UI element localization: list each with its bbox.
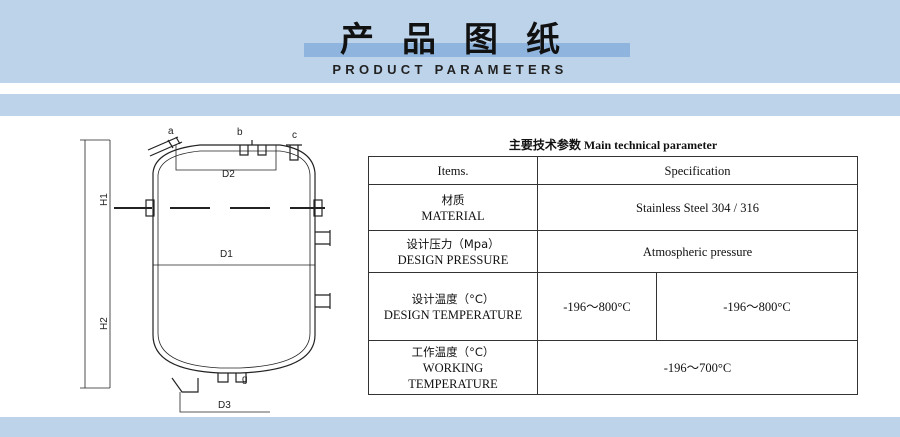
spec-value: Stainless Steel 304 / 316 [537,184,858,231]
vessel-drawing: a b c D2 D1 g D3 H H1 H2 [80,126,331,413]
side-nozzle-upper [315,230,331,246]
label-d3: D3 [218,400,231,411]
footer-band [0,417,900,437]
dim-h [80,139,110,389]
title-accent-bar [304,43,630,57]
item-cn: 设计温度（°C） [411,291,495,306]
item-cn: 材质 [441,192,465,207]
flange-left [145,199,155,217]
page-title-en: PRODUCT PARAMETERS [332,62,568,77]
spec-value-left: -196～800°C [537,272,657,341]
table-row: 设计压力（Mpa） DESIGN PRESSURE Atmospheric pr… [368,230,858,273]
item-cn: 设计压力（Mpa） [406,236,500,251]
nozzle-b [239,140,267,156]
label-d2: D2 [222,169,235,180]
label-g: g [242,374,248,385]
table-row: 材质 MATERIAL Stainless Steel 304 / 316 [368,184,858,231]
label-d1: D1 [220,249,233,260]
item-cell: 工作温度（°C） WORKING TEMPERATURE [368,340,538,395]
table-header-row: Items. Specification [368,156,858,185]
table-caption: 主要技术参数 Main technical parameter [508,138,718,152]
divider-band [0,94,900,116]
label-h: H [80,269,81,276]
spec-table: Items. Specification 材质 MATERIAL Stainle… [368,156,858,395]
item-cn: 工作温度（°C） [411,344,495,359]
nozzle-a [147,136,183,157]
nozzle-c [286,144,302,161]
vessel-inner-outline [157,150,311,369]
bottom-outlet [217,373,247,383]
item-en: DESIGN PRESSURE [397,252,509,267]
label-c: c [292,130,297,141]
item-en: DESIGN TEMPERATURE [383,307,523,322]
spec-value-right: -196～800°C [656,272,858,341]
dim-d3 [179,392,270,413]
table-row: 设计温度（°C） DESIGN TEMPERATURE -196～800°C -… [368,272,858,341]
spec-value: Atmospheric pressure [537,230,858,273]
divider-gap [0,83,900,94]
item-cell: 设计压力（Mpa） DESIGN PRESSURE [368,230,538,273]
vessel-outline [152,144,316,374]
item-en: MATERIAL [421,208,485,223]
table-row: 工作温度（°C） WORKING TEMPERATURE -196～700°C [368,340,858,395]
spec-value: -196～700°C [537,340,858,395]
page-title-cn: 产品图纸 [340,20,588,60]
item-en-line2: TEMPERATURE [408,376,498,391]
item-en-line1: WORKING [422,360,484,375]
item-cell: 材质 MATERIAL [368,184,538,231]
label-h2: H2 [99,317,110,330]
support-leg [171,377,199,393]
item-cell: 设计温度（°C） DESIGN TEMPERATURE [368,272,538,341]
d2-line [175,145,277,171]
col-header-spec: Specification [537,156,858,185]
flange-right [313,199,323,217]
label-b: b [237,127,243,138]
label-a: a [168,126,174,137]
col-header-items: Items. [368,156,538,185]
side-nozzle-lower [315,293,331,309]
header-band [0,0,900,83]
label-h1: H1 [99,193,110,206]
